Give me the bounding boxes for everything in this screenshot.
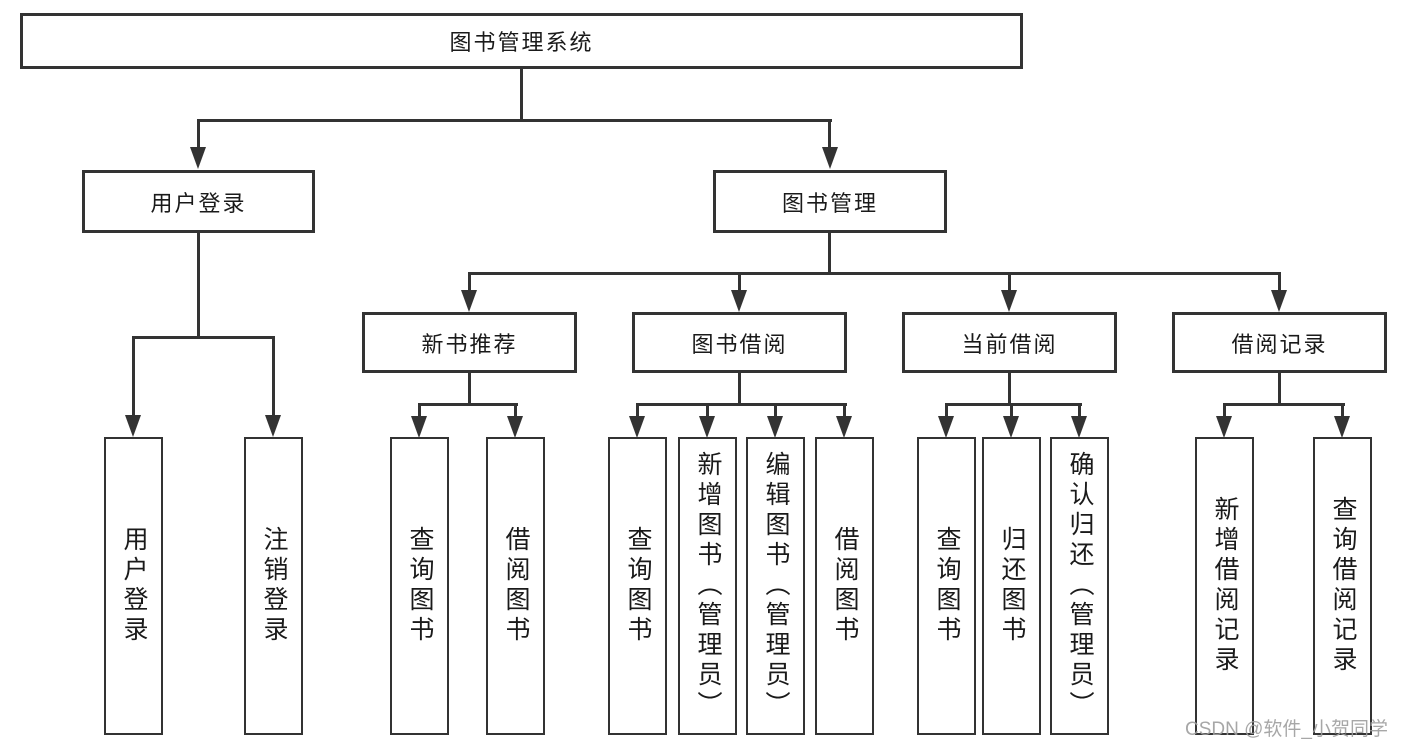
leaf-query-books-current: 查询图书 [917,437,976,735]
connector-bookmgmt-drop [1008,272,1011,291]
arrow-down-icon [507,416,523,438]
leaf-label: 用户登录 [120,526,148,646]
connector-root-stem [520,69,523,121]
connector-recommend-stem [468,373,471,405]
leaf-label: 查询借阅记录 [1329,496,1357,676]
leaf-logout: 注销登录 [244,437,303,735]
leaf-add-books-admin: 新增图书（管理员） [678,437,737,735]
connector-userlogin-drop [272,336,275,416]
node-borrow-records: 借阅记录 [1172,312,1387,373]
connector-records-drop [1223,403,1226,417]
connector-records-bar [1223,403,1345,406]
node-book-management: 图书管理 [713,170,947,233]
connector-bookmgmt-bar [468,272,1281,275]
leaf-user-login: 用户登录 [104,437,163,735]
arrow-down-icon [411,416,427,438]
leaf-label: 新增图书（管理员） [694,451,722,721]
arrow-down-icon [629,416,645,438]
connector-current-bar [945,403,1082,406]
node-current-borrow: 当前借阅 [902,312,1117,373]
leaf-borrow-books: 借阅图书 [815,437,874,735]
arrow-down-icon [822,147,838,169]
connector-bookmgmt-stem [828,233,831,274]
connector-records-stem [1278,373,1281,405]
connector-borrow-drop [774,403,777,417]
connector-recommend-bar [418,403,518,406]
leaf-label: 归还图书 [998,526,1026,646]
connector-userlogin-bar [132,336,275,339]
connector-bookmgmt-drop [1278,272,1281,291]
connector-bookmgmt-drop [468,272,471,291]
leaf-query-books-recommend: 查询图书 [390,437,449,735]
leaf-label: 查询图书 [406,526,434,646]
connector-borrow-bar [636,403,847,406]
connector-recommend-drop [514,403,517,417]
leaf-borrow-books-recommend: 借阅图书 [486,437,545,735]
node-book-management-label: 图书管理 [781,190,878,216]
connector-borrow-drop [706,403,709,417]
connector-records-drop [1341,403,1344,417]
node-user-login: 用户登录 [82,170,315,233]
leaf-query-books-borrow: 查询图书 [608,437,667,735]
connector-userlogin-stem [197,233,200,337]
connector-root-bar [197,119,832,122]
arrow-down-icon [699,416,715,438]
connector-current-drop [1010,403,1013,417]
node-new-book-recommend-label: 新书推荐 [421,331,518,357]
leaf-label: 新增借阅记录 [1211,496,1239,676]
connector-borrow-stem [738,373,741,405]
leaf-label: 借阅图书 [502,526,530,646]
connector-borrow-drop [843,403,846,417]
node-root-system: 图书管理系统 [20,13,1023,69]
leaf-add-borrow-record: 新增借阅记录 [1195,437,1254,735]
arrow-down-icon [265,415,281,437]
arrow-down-icon [1216,416,1232,438]
connector-current-stem [1008,373,1011,405]
connector-current-drop [945,403,948,417]
leaf-label: 借阅图书 [831,526,859,646]
node-book-borrow: 图书借阅 [632,312,847,373]
connector-bookmgmt-drop [738,272,741,291]
connector-recommend-drop [418,403,421,417]
arrow-down-icon [731,290,747,312]
arrow-down-icon [1334,416,1350,438]
node-new-book-recommend: 新书推荐 [362,312,577,373]
leaf-edit-books-admin: 编辑图书（管理员） [746,437,805,735]
connector-root-drop [197,119,200,148]
leaf-return-books: 归还图书 [982,437,1041,735]
arrow-down-icon [461,290,477,312]
leaf-label: 查询图书 [624,526,652,646]
arrow-down-icon [190,147,206,169]
watermark: CSDN @软件_小贺同学 [1185,719,1388,740]
arrow-down-icon [125,415,141,437]
arrow-down-icon [1071,416,1087,438]
node-root-label: 图书管理系统 [449,30,594,55]
leaf-query-borrow-record: 查询借阅记录 [1313,437,1372,735]
leaf-label: 确认归还（管理员） [1066,451,1094,721]
leaf-label: 注销登录 [260,526,288,646]
leaf-label: 查询图书 [933,526,961,646]
arrow-down-icon [1003,416,1019,438]
arrow-down-icon [938,416,954,438]
connector-userlogin-drop [132,336,135,416]
node-current-borrow-label: 当前借阅 [961,331,1058,357]
leaf-label: 编辑图书（管理员） [762,451,790,721]
connector-current-drop [1078,403,1081,417]
arrow-down-icon [1001,290,1017,312]
connector-root-drop [828,119,831,148]
arrow-down-icon [1271,290,1287,312]
arrow-down-icon [836,416,852,438]
node-book-borrow-label: 图书借阅 [691,331,788,357]
leaf-confirm-return-admin: 确认归还（管理员） [1050,437,1109,735]
node-borrow-records-label: 借阅记录 [1231,331,1328,357]
node-user-login-label: 用户登录 [150,190,247,216]
connector-borrow-drop [636,403,639,417]
arrow-down-icon [767,416,783,438]
